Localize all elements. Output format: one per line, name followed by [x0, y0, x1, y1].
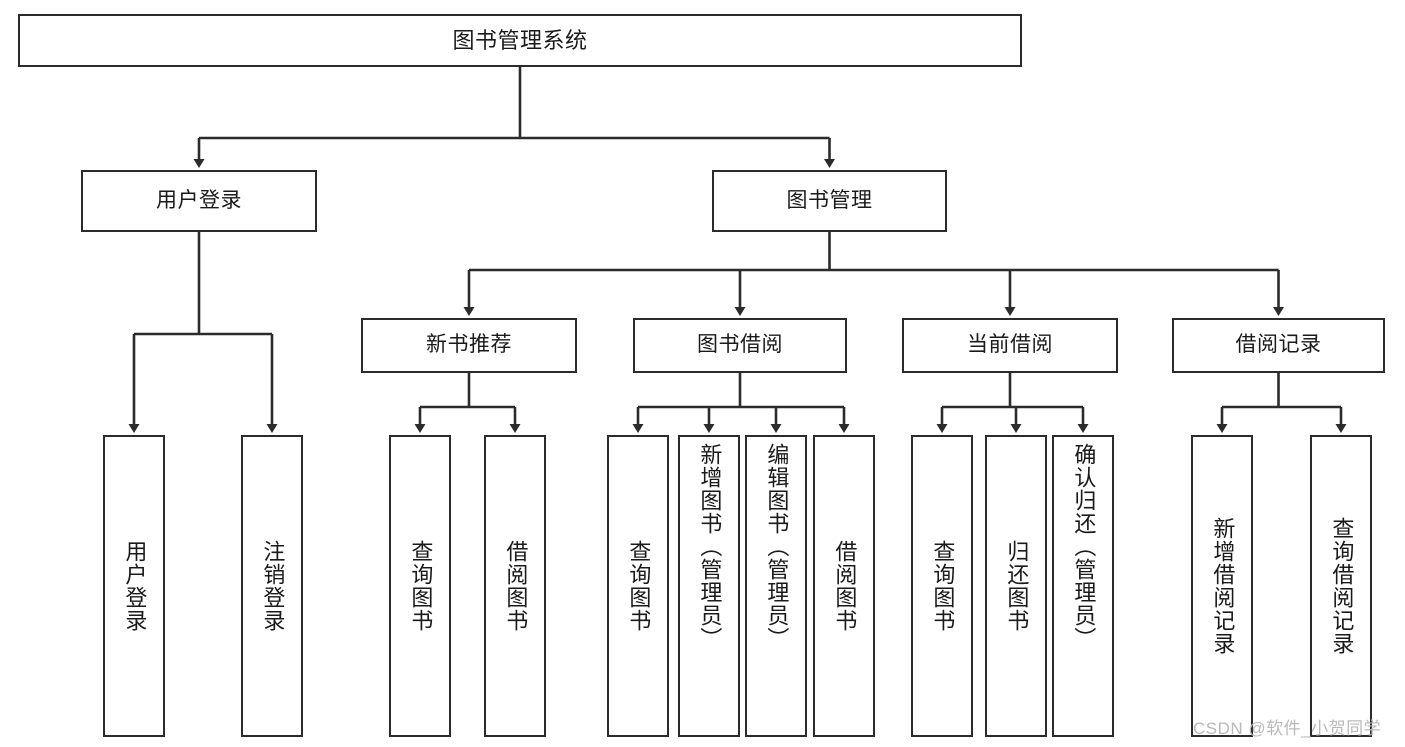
node-leaf-query-book-3-label: 查询图书	[930, 540, 956, 632]
node-current-borrow-label: 当前借阅	[967, 333, 1053, 357]
node-leaf-borrow-book-2[interactable]: 借阅图书	[813, 435, 875, 737]
node-leaf-confirm-return-label: 确认归还（管理员）	[1071, 443, 1097, 650]
node-book-manage-label: 图书管理	[786, 188, 873, 212]
node-root-label: 图书管理系统	[452, 27, 588, 53]
node-leaf-add-book-label: 新增图书（管理员）	[697, 443, 723, 650]
node-book-manage[interactable]: 图书管理	[712, 170, 947, 232]
node-leaf-query-book-1-label: 查询图书	[408, 540, 434, 632]
node-new-book-recommend-label: 新书推荐	[426, 333, 512, 357]
node-leaf-query-book-3[interactable]: 查询图书	[911, 435, 973, 737]
node-user-login-label: 用户登录	[156, 188, 242, 212]
node-leaf-query-borrow-record-label: 查询借阅记录	[1329, 517, 1355, 655]
node-book-borrow[interactable]: 图书借阅	[633, 318, 847, 373]
node-leaf-add-book[interactable]: 新增图书（管理员）	[678, 435, 740, 737]
node-user-login[interactable]: 用户登录	[81, 170, 317, 232]
node-borrow-record[interactable]: 借阅记录	[1172, 318, 1385, 373]
node-leaf-edit-book[interactable]: 编辑图书（管理员）	[745, 435, 807, 737]
node-leaf-return-book-label: 归还图书	[1004, 540, 1030, 632]
node-leaf-user-login[interactable]: 用户登录	[103, 435, 165, 737]
node-leaf-logout-login[interactable]: 注销登录	[241, 435, 303, 737]
csdn-watermark: CSDN @软件_小贺同学	[1193, 719, 1382, 738]
node-leaf-edit-book-label: 编辑图书（管理员）	[764, 443, 790, 650]
node-leaf-add-borrow-record-label: 新增借阅记录	[1210, 517, 1236, 655]
node-borrow-record-label: 借阅记录	[1235, 333, 1322, 357]
node-leaf-borrow-book-1-label: 借阅图书	[503, 540, 529, 632]
node-leaf-user-login-label: 用户登录	[122, 540, 148, 632]
node-leaf-confirm-return[interactable]: 确认归还（管理员）	[1052, 435, 1114, 737]
node-leaf-query-book-2[interactable]: 查询图书	[607, 435, 669, 737]
node-new-book-recommend[interactable]: 新书推荐	[361, 318, 577, 373]
node-leaf-borrow-book-1[interactable]: 借阅图书	[484, 435, 546, 737]
node-leaf-add-borrow-record[interactable]: 新增借阅记录	[1191, 435, 1253, 737]
node-current-borrow[interactable]: 当前借阅	[902, 318, 1118, 373]
node-leaf-query-borrow-record[interactable]: 查询借阅记录	[1310, 435, 1372, 737]
node-book-borrow-label: 图书借阅	[697, 333, 783, 357]
node-leaf-return-book[interactable]: 归还图书	[985, 435, 1047, 737]
node-leaf-logout-login-label: 注销登录	[260, 540, 286, 632]
node-leaf-query-book-2-label: 查询图书	[626, 540, 652, 632]
node-root[interactable]: 图书管理系统	[18, 14, 1022, 67]
node-leaf-borrow-book-2-label: 借阅图书	[832, 540, 858, 632]
node-leaf-query-book-1[interactable]: 查询图书	[389, 435, 451, 737]
